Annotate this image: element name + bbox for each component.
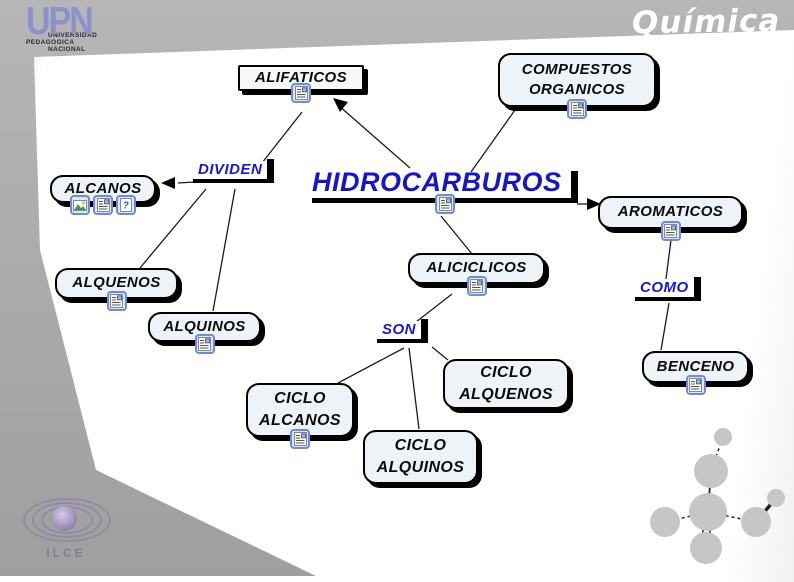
ilce-eye-ellipse xyxy=(32,502,102,538)
node-label: ALQUENOS xyxy=(72,274,161,292)
upn-logo: UPN UNIVERSIDAD PEDAGOGICA NACIONAL xyxy=(26,2,146,53)
node-benceno[interactable]: BENCENO xyxy=(642,351,749,395)
document-icon[interactable] xyxy=(93,195,113,215)
link-label-como: COMO xyxy=(635,277,701,301)
link-label-son: SON xyxy=(377,319,429,343)
node-ciclo-alquenos[interactable]: CICLO ALQUENOS xyxy=(443,359,569,409)
document-icon[interactable] xyxy=(291,83,311,103)
document-icon[interactable] xyxy=(290,429,310,449)
node-alifaticos[interactable]: ALIFATICOS xyxy=(238,65,364,103)
link-label-dividen: DIVIDEN xyxy=(193,159,275,183)
node-label: CICLO ALCANOS xyxy=(259,390,341,429)
node-label: BENCENO xyxy=(656,357,735,375)
node-label: ALIFATICOS xyxy=(254,68,348,86)
document-icon[interactable] xyxy=(567,99,587,119)
ilce-label: ILCE xyxy=(46,546,86,560)
node-hidrocarburos-label: HIDROCARBUROS xyxy=(312,167,562,197)
document-icon xyxy=(438,197,452,211)
node-label: CICLO ALQUINOS xyxy=(376,437,465,476)
node-label: ALICICLICOS xyxy=(426,259,527,277)
picture-icon[interactable] xyxy=(70,195,90,215)
document-icon[interactable] xyxy=(106,291,127,311)
node-aromaticos[interactable]: AROMATICOS xyxy=(598,196,743,241)
node-alquenos[interactable]: ALQUENOS xyxy=(55,268,178,311)
ilce-globe xyxy=(52,506,77,531)
document-icon[interactable] xyxy=(660,221,681,241)
document-icon[interactable] xyxy=(466,276,487,296)
node-label: CICLO ALQUENOS xyxy=(459,364,553,403)
upn-name-line: UNIVERSIDAD xyxy=(48,32,98,39)
ilce-eye-ellipse xyxy=(23,498,111,542)
node-ciclo-alquinos[interactable]: CICLO ALQUINOS xyxy=(363,430,478,484)
ilce-logo: ILCE xyxy=(20,492,112,568)
node-alcanos[interactable]: ALCANOS ? xyxy=(50,175,156,215)
node-compuestos-organicos[interactable]: COMPUESTOS ORGANICOS xyxy=(498,53,656,119)
node-hidrocarburos[interactable]: HIDROCARBUROS xyxy=(312,167,578,214)
node-label: AROMATICOS xyxy=(617,203,724,221)
node-aliciclicos[interactable]: ALICICLICOS xyxy=(408,253,545,296)
node-label: ALQUINOS xyxy=(163,317,246,335)
document-icon[interactable] xyxy=(435,194,455,214)
node-alquinos[interactable]: ALQUINOS xyxy=(148,312,261,354)
document-icon[interactable] xyxy=(194,334,215,354)
quimica-wordmark: Química xyxy=(631,2,781,42)
node-label: COMPUESTOS ORGANICOS xyxy=(521,60,633,98)
upn-name-line: NACIONAL xyxy=(48,46,86,53)
arrowheads xyxy=(161,98,601,210)
svg-text:?: ? xyxy=(123,201,130,212)
upn-monogram: UPN xyxy=(26,0,94,44)
document-icon[interactable] xyxy=(685,375,706,395)
upn-name-line: PEDAGOGICA xyxy=(26,39,75,46)
help-icon[interactable]: ? xyxy=(116,195,136,215)
node-label: ALCANOS xyxy=(64,179,142,197)
node-ciclo-alcanos[interactable]: CICLO ALCANOS xyxy=(246,383,354,449)
